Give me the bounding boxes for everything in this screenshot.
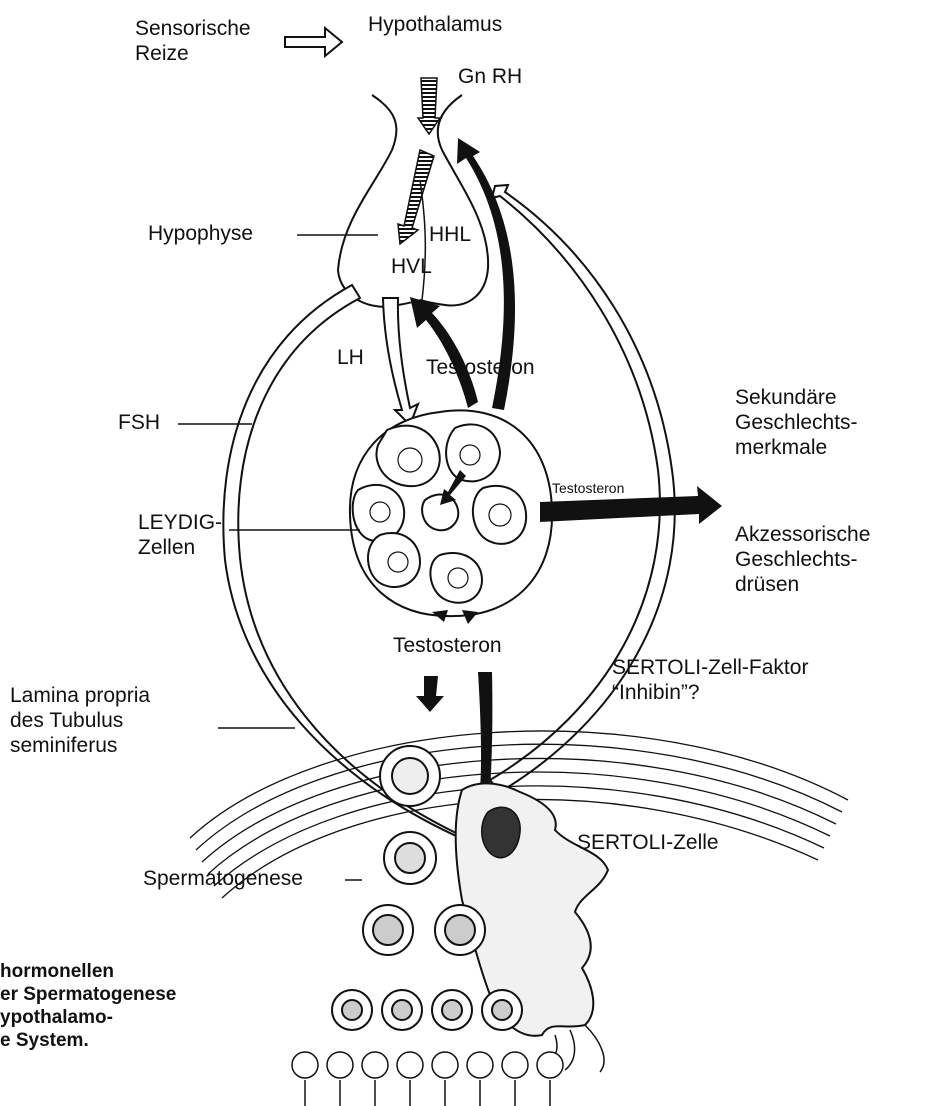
lh-hollow-arrow-icon: [383, 298, 418, 425]
lh-label: LH: [337, 345, 364, 370]
caption-line-4: e System.: [0, 1029, 176, 1052]
cell-nucleus-icon: [370, 502, 390, 522]
akzessorische-line-1: Akzessorische: [735, 522, 870, 547]
caption-line-1: hormonellen: [0, 960, 176, 983]
leydig-line-2: Zellen: [138, 535, 222, 560]
sekundaere-line-2: Geschlechts-: [735, 410, 858, 435]
sekundaere-geschlechtsmerkmale-label: Sekundäre Geschlechts- merkmale: [735, 385, 858, 460]
cell-nucleus-icon: [373, 915, 403, 945]
cell-nucleus-icon: [388, 552, 408, 572]
sertoli-faktor-line-2: “Inhibin”?: [612, 680, 808, 705]
sertoli-zell-faktor-label: SERTOLI-Zell-Faktor “Inhibin”?: [612, 655, 808, 705]
akzessorische-line-3: drüsen: [735, 572, 870, 597]
cell-nucleus-icon: [445, 915, 475, 945]
testosteron-feedback-arrow-hvl-icon: [410, 297, 478, 408]
akzessorische-line-2: Geschlechts-: [735, 547, 870, 572]
sensorische-reize-line-2: Reize: [135, 41, 251, 66]
lamina-line-1: Lamina propria: [10, 683, 150, 708]
sperm-tails: [305, 1080, 550, 1106]
lamina-propria-label: Lamina propria des Tubulus seminiferus: [10, 683, 150, 758]
hvl-label: HVL: [391, 254, 432, 279]
gnrh-label: Gn RH: [458, 64, 522, 89]
hhl-label: HHL: [429, 222, 471, 247]
cell-nucleus-icon: [489, 504, 511, 526]
sensorische-reize-label: Sensorische Reize: [135, 16, 251, 66]
sertoli-faktor-line-1: SERTOLI-Zell-Faktor: [612, 655, 808, 680]
sertoli-zelle-label: SERTOLI-Zelle: [577, 830, 719, 855]
spermatogenese-label: Spermatogenese: [143, 866, 303, 891]
spermatozoa-row: [292, 1052, 563, 1078]
sensory-hollow-arrow-icon: [285, 28, 342, 56]
testosteron-down-arrow-left-icon: [416, 676, 444, 712]
testosteron-mid-label: Testosteron: [393, 633, 502, 658]
testosteron-small-label: Testosteron: [552, 480, 624, 497]
lamina-line-2: des Tubulus: [10, 708, 150, 733]
cell-nucleus-icon: [448, 568, 468, 588]
leydig-zellen-label: LEYDIG- Zellen: [138, 510, 222, 560]
caption-line-3: ypothalamo-: [0, 1006, 176, 1029]
sekundaere-line-1: Sekundäre: [735, 385, 858, 410]
hypothalamus-label: Hypothalamus: [368, 12, 502, 37]
cell-nucleus-icon: [392, 758, 428, 794]
leydig-line-1: LEYDIG-: [138, 510, 222, 535]
gnrh-hatched-arrow-icon: [418, 78, 440, 134]
sensorische-reize-line-1: Sensorische: [135, 16, 251, 41]
cell-nucleus-icon: [398, 448, 422, 472]
figure-caption: hormonellen er Spermatogenese ypothalamo…: [0, 960, 176, 1052]
cell-nucleus-icon: [395, 843, 425, 873]
lamina-line-3: seminiferus: [10, 733, 150, 758]
testosteron-top-label: Testosteron: [426, 355, 535, 380]
caption-line-2: er Spermatogenese: [0, 983, 176, 1006]
sertoli-cell-body: [456, 783, 608, 1035]
fsh-label: FSH: [118, 410, 160, 435]
sekundaere-line-3: merkmale: [735, 435, 858, 460]
spermatid-row: [332, 990, 522, 1030]
sertoli-nucleus-icon: [482, 807, 520, 858]
cell-nucleus-icon: [460, 445, 480, 465]
hypophyse-label: Hypophyse: [148, 221, 253, 246]
akzessorische-geschlechtsdruesen-label: Akzessorische Geschlechts- drüsen: [735, 522, 870, 597]
